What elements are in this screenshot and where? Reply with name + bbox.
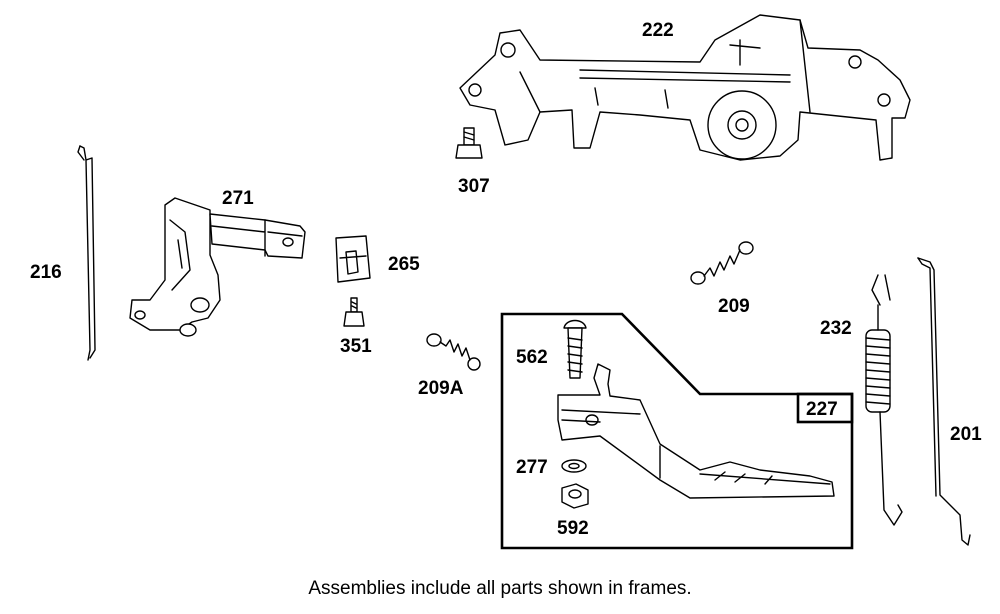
frame-caption: Assemblies include all parts shown in fr… [308, 578, 692, 599]
part-201-rod [917, 257, 971, 546]
label-part-271: 271 [222, 188, 254, 209]
label-part-351: 351 [340, 336, 372, 357]
part-209-spring [690, 241, 754, 285]
assembly-frame-227 [500, 312, 854, 550]
label-part-209: 209 [718, 296, 750, 317]
label-part-227: 227 [806, 399, 838, 420]
label-part-209A: 209A [418, 378, 464, 399]
part-265-clip [335, 235, 371, 283]
part-351-screw [343, 297, 365, 327]
part-227-lever [557, 363, 835, 499]
label-part-307: 307 [458, 176, 490, 197]
part-562-screw [563, 319, 587, 379]
part-209A-spring [426, 333, 481, 371]
label-part-216: 216 [30, 262, 62, 283]
part-307-bolt [455, 127, 483, 159]
part-277-washer [561, 459, 587, 473]
label-part-277: 277 [516, 457, 548, 478]
label-part-222: 222 [642, 20, 674, 41]
part-271-bracket [129, 197, 306, 337]
label-part-265: 265 [388, 254, 420, 275]
label-part-562: 562 [516, 347, 548, 368]
label-part-201: 201 [950, 424, 982, 445]
part-592-nut [561, 483, 589, 509]
part-232-spring [865, 274, 903, 526]
part-216-rod [77, 145, 96, 361]
part-222-control-bracket [459, 14, 911, 161]
label-part-592: 592 [557, 518, 589, 539]
label-part-232: 232 [820, 318, 852, 339]
